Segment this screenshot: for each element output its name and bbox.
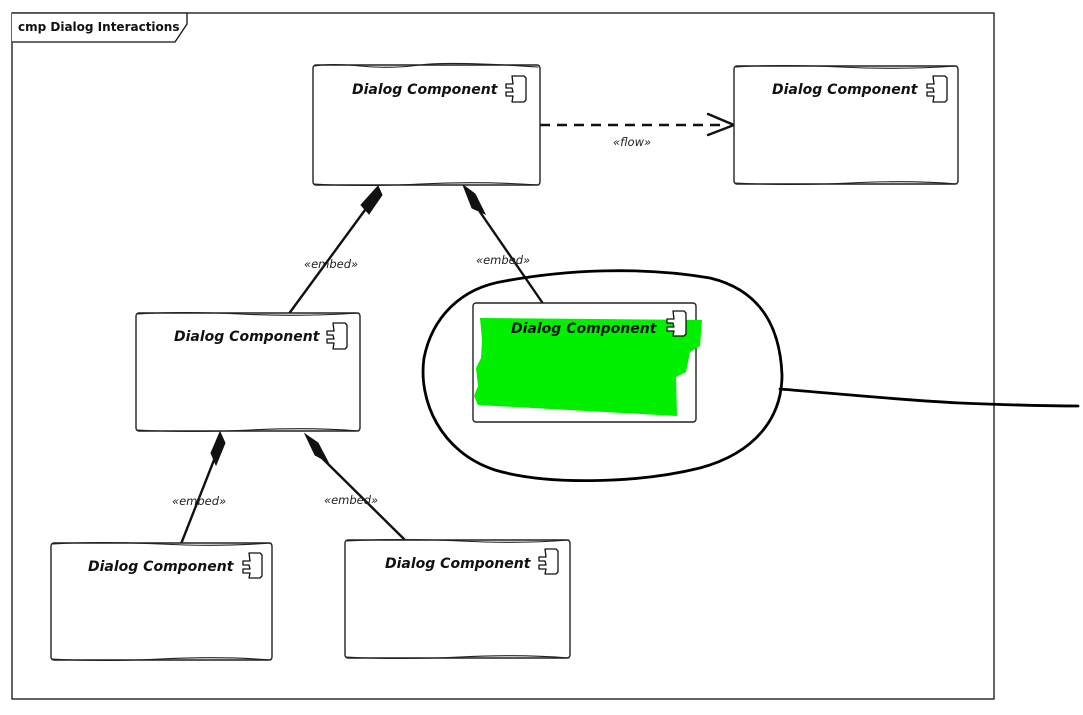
component-mid-left[interactable]: Dialog Component — [135, 311, 361, 433]
component-bottom-mid[interactable]: Dialog Component — [344, 538, 571, 660]
component-title: Dialog Component — [88, 559, 235, 575]
embed-stereotype-4: «embed» — [324, 493, 378, 507]
component-bottom-left[interactable]: Dialog Component — [50, 541, 273, 662]
component-title: Dialog Component — [352, 82, 499, 98]
component-icon — [326, 322, 348, 350]
connector-embed-midleft-bottommid[interactable]: «embed» — [303, 432, 408, 543]
component-title: Dialog Component — [174, 329, 321, 345]
component-icon — [242, 552, 263, 579]
component-icon — [666, 310, 687, 337]
connector-embed-top-midleft[interactable]: «embed» — [286, 185, 383, 317]
connector-embed-top-highlighted[interactable]: «embed» — [461, 183, 546, 307]
frame-title: cmp Dialog Interactions — [18, 20, 179, 34]
component-highlighted[interactable]: Dialog Component — [472, 302, 702, 423]
component-title: Dialog Component — [511, 321, 658, 337]
component-icon — [926, 75, 948, 103]
component-top[interactable]: Dialog Component — [312, 62, 541, 187]
component-title: Dialog Component — [772, 82, 919, 98]
component-right[interactable]: Dialog Component — [733, 64, 959, 186]
component-icon — [505, 75, 527, 103]
green-highlight — [474, 318, 702, 416]
embed-stereotype-1: «embed» — [304, 257, 358, 271]
hand-drawn-circle-annotation — [421, 269, 1080, 483]
connector-embed-midleft-bottomleft[interactable]: «embed» — [172, 430, 226, 546]
pointer-line — [778, 387, 1080, 408]
component-title: Dialog Component — [385, 556, 532, 572]
embed-stereotype-2: «embed» — [476, 253, 530, 267]
component-icon — [538, 548, 559, 575]
embed-stereotype-3: «embed» — [172, 494, 226, 508]
flow-stereotype: «flow» — [613, 135, 651, 149]
